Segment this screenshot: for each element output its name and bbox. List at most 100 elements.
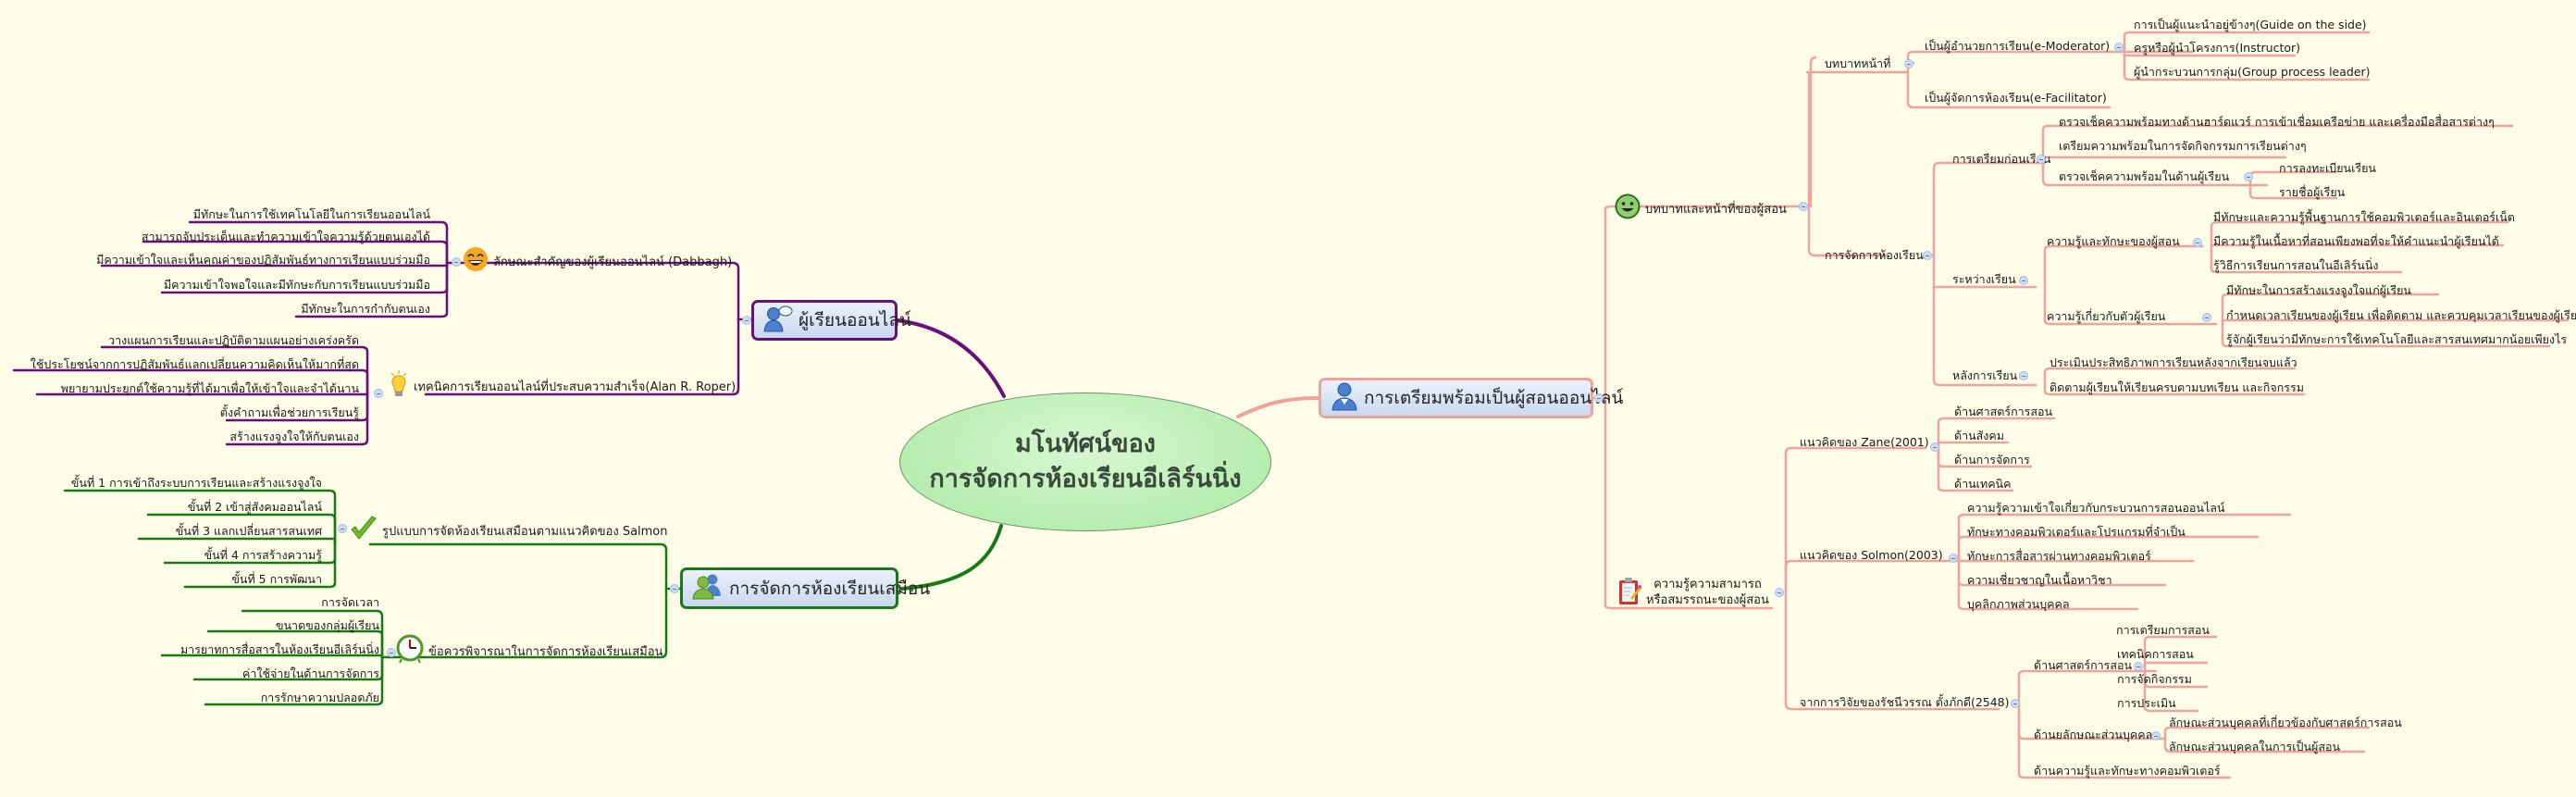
node-classroom[interactable]: การจัดการห้องเรียน [1825, 248, 1924, 262]
collapse-toggle[interactable] [2019, 276, 2028, 285]
leaf-node[interactable]: ผู้นำกระบวนการกลุ่ม(Group process leader… [2134, 65, 2371, 79]
leaf-node[interactable]: มีความรู้ในเนื้อหาที่สอนเพียงพอที่จะให้ค… [2213, 234, 2499, 248]
node-facilitator[interactable]: เป็นผู้จัดการห้องเรียน(e-Facilitator) [1925, 91, 2107, 105]
leaf-node[interactable]: ครูหรือผู้นำโครงการ(Instructor) [2134, 41, 2301, 55]
node-competency[interactable]: ความรู้ความสามารถ หรือสมรรถนะของผู้สอน [1617, 576, 1769, 609]
leaf-node[interactable]: กำหนดเวลาเรียนของผู้เรียน เพื่อติดตาม แล… [2226, 308, 2576, 322]
central-topic[interactable]: มโนทัศน์ของ การจัดการห้องเรียนอีเลิร์นนิ… [899, 392, 1271, 531]
leaf-node[interactable]: การประเมิน [2117, 696, 2176, 710]
collapse-toggle[interactable] [1949, 554, 1958, 563]
leaf-node[interactable]: ด้านเทคนิค [1954, 477, 2012, 491]
node-research[interactable]: จากการวิจัยของรัชนีวรรณ ตั้งภักดี(2548) [1800, 695, 2010, 709]
leaf-node[interactable]: ด้านการจัดการ [1954, 453, 2030, 467]
leaf-node[interactable]: ขั้นที่ 4 การสร้างความรู้ [204, 548, 322, 562]
leaf-node[interactable]: เทคนิคการสอน [2117, 647, 2194, 661]
node-duties[interactable]: บทบาทหน้าที่ [1825, 56, 1891, 70]
leaf-node[interactable]: มีทักษะในการสร้างแรงจูงใจแก่ผู้เรียน [2226, 283, 2411, 297]
leaf-node[interactable]: การจัดกิจกรรม [2117, 672, 2192, 686]
leaf-node[interactable]: ทักษะทางคอมพิวเตอร์และโปรแกรมที่จำเป็น [1967, 525, 2186, 539]
node-dabbagh[interactable]: ลักษณะสำคัญของผู้เรียนออนไลน์ (Dabbagh) [463, 246, 732, 276]
node-before-class[interactable]: การเตรียมก่อนเรียน [1952, 152, 2051, 166]
leaf-node[interactable]: รู้วิธีการเรียนการสอนในอีเลิร์นนิ่ง [2213, 258, 2379, 272]
leaf-node[interactable]: มีทักษะในการกำกับตนเอง [301, 302, 430, 316]
leaf-node[interactable]: ติดตามผู้เรียนให้เรียนครบตามบทเรียน และก… [2050, 380, 2304, 394]
collapse-toggle[interactable] [2011, 699, 2020, 708]
collapse-toggle[interactable] [1930, 442, 1939, 452]
collapse-toggle[interactable] [374, 389, 383, 398]
node-salmon[interactable]: รูปแบบการจัดห้องเรียนเสมือนตามแนวคิดของ … [350, 515, 668, 546]
leaf-node[interactable]: การเตรียมการสอน [2116, 623, 2210, 637]
leaf-node[interactable]: การลงทะเบียนเรียน [2279, 161, 2376, 175]
leaf-node[interactable]: เตรียมความพร้อมในการจัดกิจกรรมการเรียนต่… [2059, 139, 2307, 153]
central-title-line1: มโนทัศน์ของ [1014, 430, 1156, 458]
leaf-node[interactable]: ด้านศาสตร์การสอน [1954, 405, 2053, 418]
leaf-node[interactable]: รายชื่อผู้เรียน [2279, 185, 2346, 199]
leaf-node[interactable]: ขั้นที่ 1 การเข้าถึงระบบการเรียนและสร้าง… [70, 476, 322, 490]
collapse-toggle[interactable] [2244, 172, 2253, 181]
collapse-toggle[interactable] [452, 257, 461, 267]
node-after-class[interactable]: หลังการเรียน [1952, 368, 2018, 382]
leaf-node[interactable]: ด้านสังคม [1954, 429, 2005, 442]
leaf-node[interactable]: ลักษณะส่วนบุคคลในการเป็นผู้สอน [2169, 740, 2340, 753]
leaf-node[interactable]: ใช้ประโยชน์จากการปฏิสัมพันธ์แลกเปลี่ยนคว… [30, 357, 359, 371]
collapse-toggle[interactable] [2193, 238, 2202, 247]
leaf-node[interactable]: ขนาดของกลุ่มผู้เรียน [275, 618, 379, 632]
node-considerations[interactable]: ข้อควรพิจารณาในการจัดการห้องเรียนเสมือน [396, 634, 663, 667]
node-personal[interactable]: ด้านยลักษณะส่วนบุคคล [2034, 728, 2153, 741]
leaf-node[interactable]: มารยาทการสื่อสารในห้องเรียนอีเลิร์นนิ่ง [180, 642, 379, 656]
collapse-toggle[interactable] [1775, 588, 1784, 597]
collapse-toggle[interactable] [2134, 662, 2143, 671]
leaf-node[interactable]: รู้จักผู้เรียนว่ามีทักษะการใช้เทคโนโลยีแ… [2226, 332, 2568, 346]
leaf-node[interactable]: ลักษณะส่วนบุคคลที่เกี่ยวข้องกับศาสตร์การ… [2169, 716, 2402, 729]
node-check-learner[interactable]: ตรวจเช็คความพร้อมในด้านผู้เรียน [2059, 169, 2230, 183]
leaf-node[interactable]: มีความเข้าใจและเห็นคุณค่าของปฏิสัมพันธ์ท… [96, 253, 430, 267]
node-pedagogy[interactable]: ด้านศาสตร์การสอน [2034, 658, 2133, 672]
collapse-toggle[interactable] [2019, 371, 2028, 380]
node-during-class[interactable]: ระหว่างเรียน [1952, 272, 2016, 286]
node-roles[interactable]: บทบาทและหน้าที่ของผู้สอน [1615, 193, 1787, 223]
collapse-toggle[interactable] [338, 524, 347, 533]
node-computer-skill[interactable]: ด้านความรู้และทักษะทางคอมพิวเตอร์ [2034, 764, 2221, 778]
topic-online-learner[interactable]: ผู้เรียนออนไลน์ [751, 300, 911, 341]
leaf-node[interactable]: ค่าใช้จ่ายในด้านการจัดการ [242, 666, 379, 680]
node-roper[interactable]: เทคนิคการเรียนออนไลน์ที่ประสบความสำเร็จ(… [389, 370, 736, 402]
leaf-node[interactable]: บุคลิกภาพส่วนบุคคล [1967, 597, 2070, 611]
collapse-toggle[interactable] [742, 316, 751, 325]
node-learner-knowledge[interactable]: ความรู้เกี่ยวกับตัวผู้เรียน [2047, 309, 2166, 323]
node-teacher-skill[interactable]: ความรู้และทักษะของผู้สอน [2047, 234, 2180, 248]
leaf-node[interactable]: มีความเข้าใจพอใจและมีทักษะกับการเรียนแบบ… [163, 278, 430, 292]
collapse-toggle[interactable] [1799, 202, 1808, 211]
collapse-toggle[interactable] [670, 584, 679, 593]
leaf-node[interactable]: ประเมินประสิทธิภาพการเรียนหลังจากเรียนจบ… [2050, 355, 2297, 369]
collapse-toggle[interactable] [2037, 155, 2046, 164]
leaf-node[interactable]: ขั้นที่ 5 การพัฒนา [231, 572, 322, 586]
leaf-node[interactable]: การรักษาความปลอดภัย [260, 691, 379, 704]
leaf-node[interactable]: ตรวจเช็คความพร้อมทางด้านฮาร์ดแวร์ การเข้… [2059, 115, 2495, 129]
leaf-node[interactable]: ทักษะการสื่อสารผ่านทางคอมพิวเตอร์ [1967, 549, 2151, 563]
topic-teacher-preparation[interactable]: การเตรียมพร้อมเป็นผู้สอนออนไลน์ [1319, 378, 1623, 418]
leaf-node[interactable]: วางแผนการเรียนและปฏิบัติตามแผนอย่างเคร่ง… [108, 333, 359, 347]
collapse-toggle[interactable] [2114, 43, 2124, 52]
collapse-toggle[interactable] [1904, 59, 1913, 68]
leaf-node[interactable]: ตั้งคำถามเพื่อช่วยการเรียนรู้ [219, 405, 359, 419]
leaf-node[interactable]: ขั้นที่ 3 แลกเปลี่ยนสารสนเทศ [175, 524, 322, 538]
node-zane[interactable]: แนวคิดของ Zane(2001) [1800, 435, 1929, 449]
node-solmon[interactable]: แนวคิดของ Solmon(2003) [1800, 548, 1943, 562]
leaf-node[interactable]: ขั้นที่ 2 เข้าสู่สังคมออนไลน์ [187, 500, 322, 514]
leaf-node[interactable]: พยายามประยุกต์ใช้ความรู้ที่ได้มาเพื่อให้… [60, 381, 359, 395]
collapse-toggle[interactable] [387, 648, 396, 657]
leaf-node[interactable]: การเป็นผู้แนะนำอยู่ข้างๆ(Guide on the si… [2134, 18, 2367, 31]
node-moderator[interactable]: เป็นผู้อำนวยการเรียน(e-Moderator) [1925, 39, 2111, 53]
collapse-toggle[interactable] [2202, 313, 2211, 322]
leaf-node[interactable]: สร้างแรงจูงใจให้กับตนเอง [229, 430, 359, 443]
collapse-toggle[interactable] [1923, 251, 1932, 260]
leaf-node[interactable]: ความรู้ความเข้าใจเกี่ยวกับกระบวนการสอนออ… [1967, 501, 2225, 515]
leaf-node[interactable]: การจัดเวลา [321, 595, 379, 609]
topic-virtual-classroom[interactable]: การจัดการห้องเรียนเสมือน [680, 567, 930, 609]
leaf-node[interactable]: สามารถจับประเด็นและทำความเข้าใจความรู้ด้… [141, 230, 430, 243]
leaf-node[interactable]: ความเชี่ยวชาญในเนื้อหาวิชา [1967, 573, 2112, 587]
collapse-toggle[interactable] [2151, 731, 2161, 741]
leaf-node[interactable]: มีทักษะและความรู้พื้นฐานการใช้คอมพิวเตอร… [2213, 210, 2515, 224]
leaf-node[interactable]: มีทักษะในการใช้เทคโนโลยีในการเรียนออนไลน… [192, 207, 430, 221]
collapse-toggle[interactable] [1594, 393, 1604, 403]
